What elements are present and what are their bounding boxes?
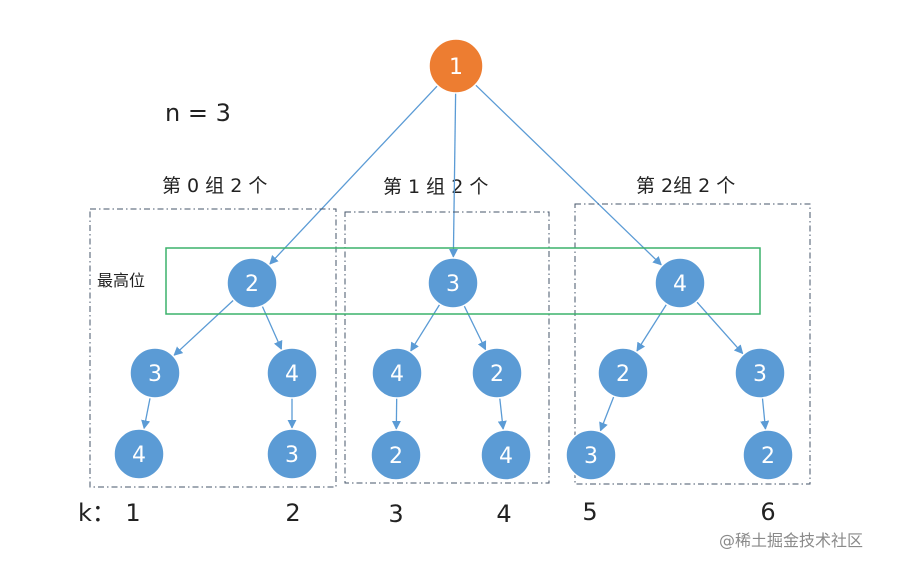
group-title-2: 第 2组 2 个 bbox=[636, 175, 735, 197]
group-0-left-leaf-node-circle bbox=[113, 428, 165, 480]
group-2-left-leaf-node-label: 3 bbox=[584, 444, 598, 469]
edge-top-right-0 bbox=[261, 305, 283, 351]
group-0-right-leaf-node-circle bbox=[266, 428, 318, 480]
group-1-left-mid-node-label: 4 bbox=[390, 362, 404, 387]
group-2-left-mid-node-circle bbox=[597, 347, 649, 399]
group-0-left-mid-node-circle bbox=[129, 347, 181, 399]
group-0-left-mid-node: 3 bbox=[129, 347, 181, 399]
group-2-right-mid-node: 3 bbox=[734, 347, 786, 399]
group-2-left-mid-node-label: 2 bbox=[616, 362, 630, 387]
edge-right-down-2 bbox=[760, 397, 770, 431]
group-1-right-mid-node: 2 bbox=[471, 347, 523, 399]
edge-root-group-1 bbox=[448, 92, 459, 258]
group-2-top-node: 4 bbox=[654, 257, 706, 309]
k-value-4: 4 bbox=[496, 500, 511, 528]
group-0-right-mid-node-circle bbox=[266, 347, 318, 399]
edges bbox=[141, 84, 770, 432]
highlight-label: 最高位 bbox=[97, 271, 145, 290]
group-0-left-leaf-node-label: 4 bbox=[132, 443, 146, 468]
group-0-top-node-label: 2 bbox=[245, 272, 259, 297]
group-2-right-leaf-node-label: 2 bbox=[761, 444, 775, 469]
group-title-0: 第 0 组 2 个 bbox=[162, 175, 267, 197]
group-1-top-node-circle bbox=[427, 257, 479, 309]
group-0-left-leaf-node: 4 bbox=[113, 428, 165, 480]
group-0-top-node: 2 bbox=[226, 257, 278, 309]
group-1-left-leaf-node-label: 2 bbox=[389, 444, 403, 469]
root-node: 1 bbox=[428, 38, 484, 94]
group-1-top-node: 3 bbox=[427, 257, 479, 309]
group-2-right-leaf-node: 2 bbox=[742, 429, 794, 481]
k-value-5: 5 bbox=[582, 498, 597, 526]
group-0-right-leaf-node-label: 3 bbox=[285, 443, 299, 468]
group-box-2 bbox=[574, 203, 811, 485]
group-0-left-mid-node-label: 3 bbox=[148, 362, 162, 387]
group-1-left-mid-node: 4 bbox=[371, 347, 423, 399]
group-2-left-leaf-node-circle bbox=[565, 429, 617, 481]
group-2-right-mid-node-circle bbox=[734, 347, 786, 399]
edge-left-down-0 bbox=[141, 397, 151, 430]
group-1-left-leaf-node: 2 bbox=[370, 429, 422, 481]
group-1-right-leaf-node-label: 4 bbox=[499, 444, 513, 469]
k-value-1: 1 bbox=[125, 499, 140, 527]
edge-top-left-0 bbox=[173, 299, 235, 356]
group-2-top-node-label: 4 bbox=[673, 272, 687, 297]
group-0-right-mid-node-label: 4 bbox=[285, 362, 299, 387]
group-2-right-leaf-node-circle bbox=[742, 429, 794, 481]
edge-top-left-1 bbox=[410, 303, 441, 352]
k-value-2: 2 bbox=[285, 499, 300, 527]
nodes: 1 2 3 4 4 3 3 4 2 2 4 4 2 3 3 2 bbox=[113, 38, 794, 481]
group-2-left-leaf-node: 3 bbox=[565, 429, 617, 481]
group-0-top-node-circle bbox=[226, 257, 278, 309]
root-node-circle bbox=[428, 38, 484, 94]
group-2-right-mid-node-label: 3 bbox=[753, 362, 767, 387]
group-1-right-leaf-node-circle bbox=[480, 429, 532, 481]
k-label: k： bbox=[78, 499, 116, 527]
group-1-right-mid-node-label: 2 bbox=[490, 362, 504, 387]
group-1-right-mid-node-circle bbox=[471, 347, 523, 399]
group-box-0 bbox=[89, 208, 337, 488]
group-2-top-node-circle bbox=[654, 257, 706, 309]
n-label: n = 3 bbox=[165, 99, 231, 127]
edge-root-group-0 bbox=[269, 85, 438, 265]
group-box-1 bbox=[344, 211, 550, 484]
group-boxes bbox=[89, 203, 811, 488]
group-0-right-leaf-node: 3 bbox=[266, 428, 318, 480]
watermark: @稀土掘金技术社区 bbox=[719, 531, 863, 550]
k-value-6: 6 bbox=[760, 498, 775, 526]
group-2-left-mid-node: 2 bbox=[597, 347, 649, 399]
edge-top-right-1 bbox=[463, 305, 487, 351]
group-1-left-mid-node-circle bbox=[371, 347, 423, 399]
highlight-box bbox=[165, 247, 761, 315]
group-1-left-leaf-node-circle bbox=[370, 429, 422, 481]
edge-left-down-2 bbox=[599, 396, 615, 432]
root-node-label: 1 bbox=[449, 55, 463, 80]
k-values: 1 2 3 4 5 6 bbox=[125, 498, 775, 528]
k-value-3: 3 bbox=[388, 500, 403, 528]
edge-top-left-2 bbox=[636, 303, 668, 352]
group-0-right-mid-node: 4 bbox=[266, 347, 318, 399]
group-1-top-node-label: 3 bbox=[446, 272, 460, 297]
edge-root-group-2 bbox=[474, 84, 662, 266]
edge-right-down-1 bbox=[497, 397, 507, 431]
edge-top-right-2 bbox=[696, 301, 744, 355]
group-1-right-leaf-node: 4 bbox=[480, 429, 532, 481]
group-title-1: 第 1 组 2 个 bbox=[383, 176, 488, 198]
